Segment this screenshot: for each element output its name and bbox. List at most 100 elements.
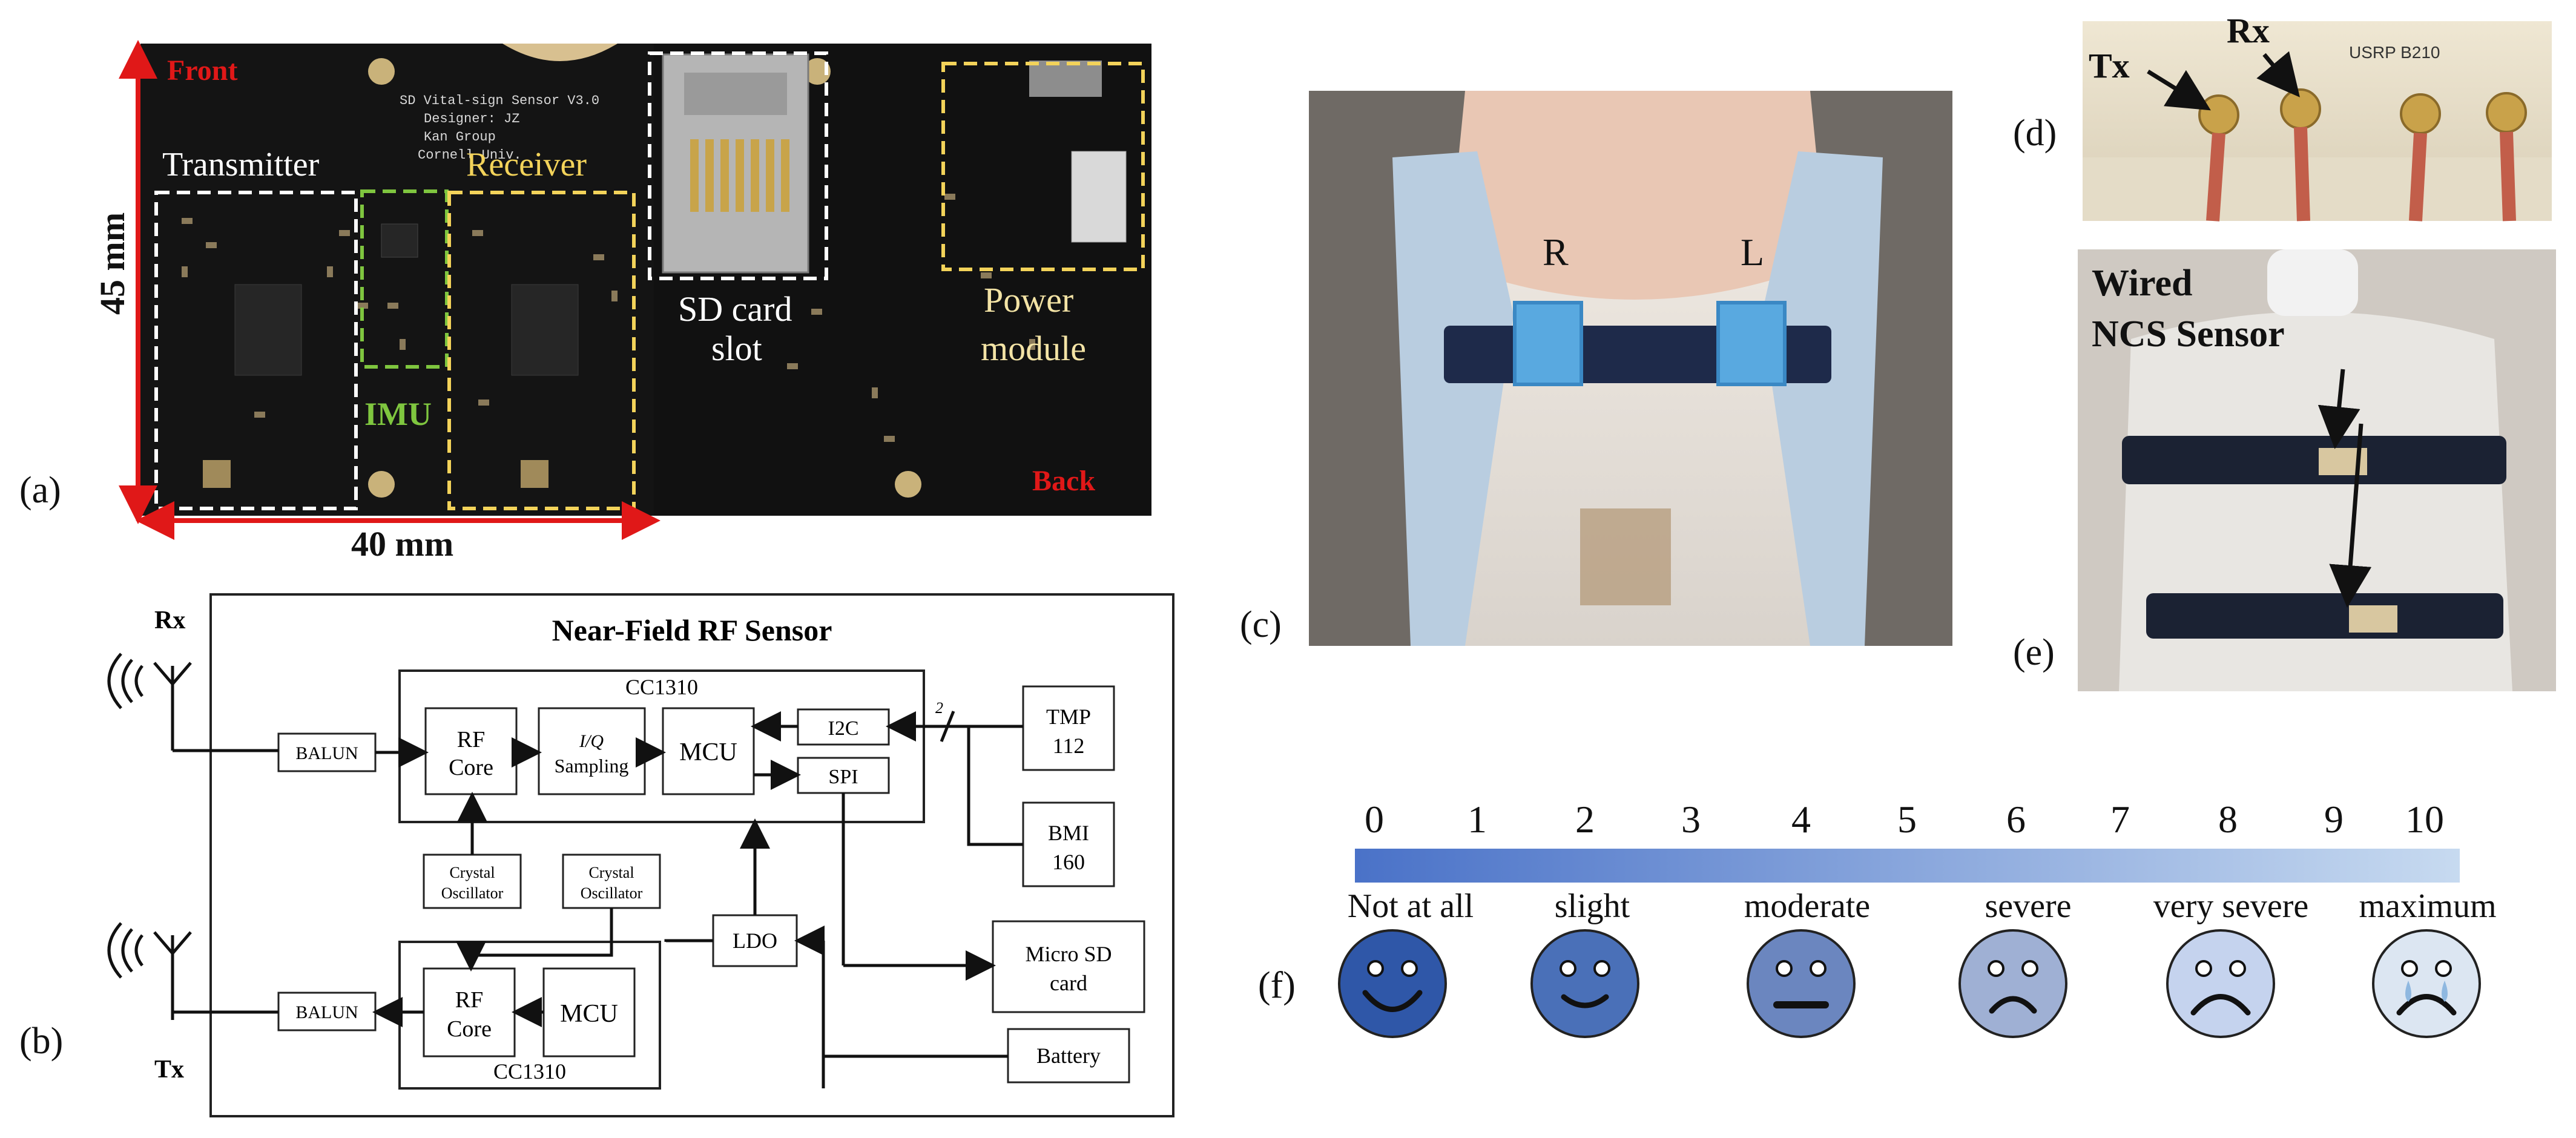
rf-core-rx-label: Core: [449, 755, 493, 780]
bmi160-label: BMI: [1048, 821, 1089, 845]
crystal-osc-2-label: Crystal: [588, 864, 634, 881]
crystal-osc-1-block: [423, 854, 522, 909]
wired-label: Wired: [2092, 263, 2193, 304]
scale-number-0: 0: [1365, 798, 1384, 841]
power-switch: [1029, 61, 1102, 97]
sd-slot-region: [648, 51, 828, 280]
label-r: R: [1543, 231, 1569, 274]
block-title: Near-Field RF Sensor: [552, 613, 832, 647]
front-label: Front: [167, 54, 237, 87]
silk-text: Designer: JZ: [424, 111, 519, 127]
balun-tx-label: BALUN: [295, 1002, 358, 1022]
pcb-panel: SD Vital-sign Sensor V3.0 Designer: JZ K…: [19, 40, 1151, 564]
ldo-bottom-line: [664, 939, 713, 942]
scale-number-7: 7: [2110, 798, 2130, 841]
tx-antenna-line: [171, 1010, 278, 1020]
mount-hole: [895, 471, 921, 498]
panel-label-d: (d): [2013, 113, 2057, 154]
sd-contacts: [690, 139, 789, 212]
receiver-region: [447, 191, 636, 510]
battery-block: [1007, 1028, 1130, 1084]
rx-arrow: [2256, 51, 2300, 97]
lower-sensor-arrow: [2329, 423, 2372, 608]
lower-sensor: [2349, 605, 2397, 633]
cardigan-right: [1762, 151, 1883, 646]
power-connector: [1071, 151, 1127, 243]
scale-number-10: 10: [2405, 798, 2444, 841]
block-diagram-panel: (b) Near-Field RF Sensor Rx Tx BALUN BAL…: [19, 593, 1174, 1117]
usrp-lower-unit: [2083, 157, 2552, 221]
sd-slot-label: slot: [711, 329, 762, 368]
scale-gradient-bar: [1355, 849, 2460, 883]
pcb-front-board: [140, 44, 654, 516]
scale-number-9: 9: [2324, 798, 2344, 841]
xo2-line: [471, 908, 613, 957]
balun-tx-block: [277, 992, 377, 1031]
mcu-top-label: MCU: [679, 738, 737, 766]
tx-chip: [234, 284, 302, 376]
signal-lines: [171, 711, 1023, 1088]
scale-level-label: severe: [1985, 887, 2071, 925]
crystal-osc-1-label: Crystal: [449, 864, 495, 881]
ldo-label: LDO: [733, 929, 777, 953]
photo-d-panel: USRP B210 Tx Rx (d): [2013, 11, 2552, 222]
silk-text: Cornell Univ.: [418, 148, 522, 163]
spi-block: [797, 757, 890, 794]
mcu-bottom-label: MCU: [560, 1000, 618, 1028]
tmp112-block: [1022, 685, 1115, 771]
sensor-outline: [209, 593, 1174, 1117]
crystal-osc-2-label: Oscillator: [581, 884, 643, 902]
cardigan-left: [1392, 151, 1514, 646]
rx-antenna-icon: [107, 653, 192, 751]
mcu-bottom-block: [542, 967, 636, 1057]
scale-number-2: 2: [1575, 798, 1595, 841]
crystal-osc-2-block: [562, 854, 661, 909]
tx-arrow: [2147, 70, 2211, 111]
antenna-connector: [521, 460, 548, 488]
panel-label-e: (e): [2013, 632, 2055, 673]
scale-level-label: slight: [1555, 887, 1630, 925]
scale-faces: [1338, 929, 2481, 1038]
crystal-osc-1-label: Oscillator: [441, 884, 504, 902]
bmi160-label: 160: [1052, 850, 1085, 874]
tx-photo-label: Tx: [2089, 46, 2130, 85]
rf-core-tx-block: [423, 967, 516, 1057]
scale-level-label: maximum: [2359, 887, 2496, 925]
rx-label: Rx: [154, 607, 185, 634]
power-label: Power: [984, 280, 1073, 320]
back-label: Back: [1032, 465, 1095, 497]
face-very-happy-icon: [1338, 929, 1447, 1038]
power-region: [941, 62, 1145, 271]
rf-core-rx-label: RF: [457, 727, 485, 752]
photo-e-panel: Wired NCS Sensor (e): [2013, 249, 2556, 691]
transmitter-region: [154, 191, 358, 510]
receiver-label: Receiver: [466, 146, 587, 183]
lower-belt: [2146, 593, 2503, 639]
scale-level-label: very severe: [2153, 887, 2309, 925]
rf-core-tx-label: Core: [447, 1016, 492, 1042]
scale-number-5: 5: [1897, 798, 1917, 841]
face-happy-icon: [1530, 929, 1639, 1038]
label-l: L: [1741, 231, 1764, 274]
i2c-label: I2C: [828, 717, 859, 740]
height-dimension-label: 45 mm: [93, 212, 132, 315]
photo-c-panel: R L (c): [1240, 91, 1952, 646]
transmitter-label: Transmitter: [162, 146, 320, 183]
scale-number-3: 3: [1681, 798, 1701, 841]
sd-slot-top: [684, 73, 787, 115]
scale-number-1: 1: [1468, 798, 1487, 841]
power-label: module: [981, 329, 1086, 368]
usrp-label: USRP B210: [2349, 43, 2440, 62]
coax-cables: [2206, 127, 2516, 222]
micro-sd-block: [992, 920, 1145, 1013]
tmp112-label: 112: [1053, 734, 1085, 758]
panel-label-b: (b): [19, 1021, 63, 1062]
tmp112-label: TMP: [1046, 705, 1091, 729]
board-notch: [502, 44, 618, 61]
rx-chip: [511, 284, 579, 376]
mount-hole: [804, 58, 831, 85]
face-mask: [2267, 249, 2358, 316]
upper-belt: [2122, 436, 2506, 484]
